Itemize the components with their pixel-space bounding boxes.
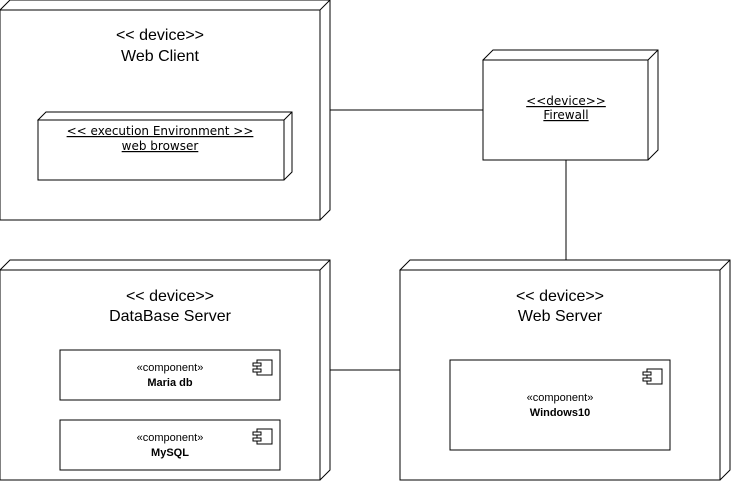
node-stereotype: <<device>> <box>526 94 606 108</box>
node-firewall[interactable]: <<device>> Firewall <box>482 49 659 161</box>
component-windows10[interactable]: «component» Windows10 <box>449 359 671 451</box>
node-web-client[interactable]: << device>> Web Client <box>0 0 331 221</box>
node-title: Firewall <box>543 108 588 122</box>
component-title: MySQL <box>151 447 189 459</box>
node-stereotype: << device>> <box>516 288 604 305</box>
component-icon <box>252 428 273 445</box>
component-icon <box>642 368 663 385</box>
component-mysql[interactable]: «component» MySQL <box>59 419 281 471</box>
component-stereotype: «component» <box>137 362 204 374</box>
node-stereotype: << device>> <box>116 27 204 44</box>
node-stereotype: << device>> <box>126 288 214 305</box>
node-title: DataBase Server <box>109 308 232 325</box>
node-web-browser[interactable]: << execution Environment >> web browser <box>37 111 293 181</box>
component-title: Maria db <box>147 377 193 389</box>
node-stereotype: << execution Environment >> <box>67 124 254 138</box>
component-stereotype: «component» <box>137 432 204 444</box>
node-title: web browser <box>122 139 199 153</box>
component-title: Windows10 <box>530 407 590 419</box>
node-title: Web Client <box>121 48 200 65</box>
component-maria-db[interactable]: «component» Maria db <box>59 349 281 401</box>
component-stereotype: «component» <box>527 392 594 404</box>
component-icon <box>252 359 273 376</box>
node-title: Web Server <box>518 308 603 325</box>
